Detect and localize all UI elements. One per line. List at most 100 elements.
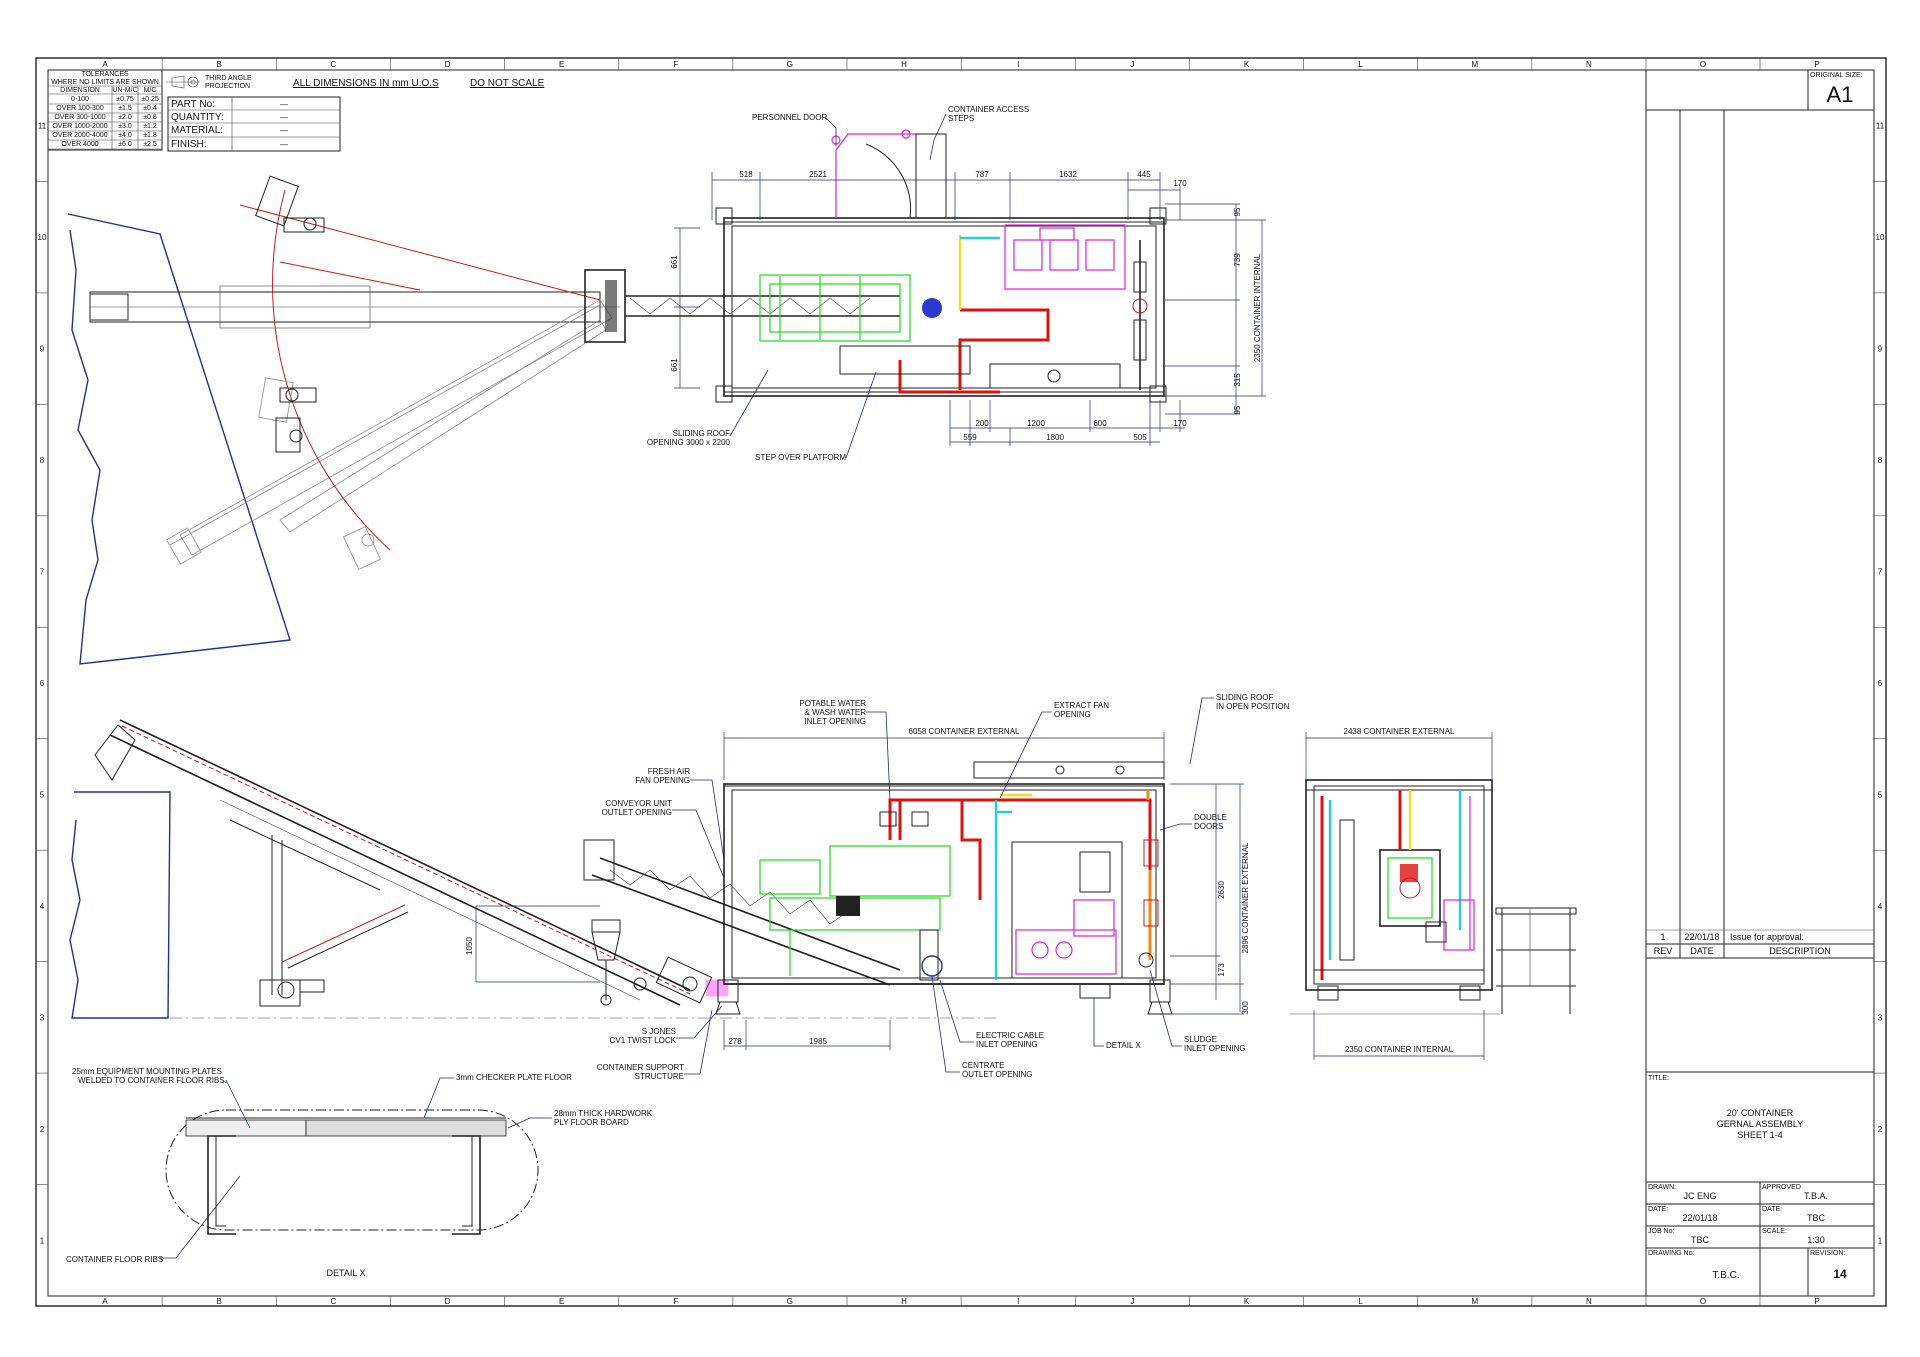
approved-value: T.B.A. xyxy=(1804,1191,1828,1201)
end-view-int-width: 2350 CONTAINER INTERNAL xyxy=(1345,1045,1454,1054)
zone-row-label: 9 xyxy=(1878,345,1883,354)
approved-label: APPROVED xyxy=(1762,1184,1801,1191)
zone-row-label: 10 xyxy=(38,233,47,242)
detail-x-ref-label: DETAIL X xyxy=(1106,1041,1141,1050)
tolerance-cell: ±1.2 xyxy=(143,123,157,130)
zone-col-label: J xyxy=(1130,60,1134,69)
tolerance-cell: ±6.0 xyxy=(118,141,132,148)
zone-row-label: 7 xyxy=(40,568,45,577)
zone-col-label: E xyxy=(559,1297,564,1306)
centrifuge-elevation xyxy=(759,845,951,976)
zone-col-label: G xyxy=(787,1297,793,1306)
tolerance-cell: ±3.0 xyxy=(118,123,132,130)
zone-row-label: 1 xyxy=(1878,1236,1883,1245)
material-value: — xyxy=(280,126,288,135)
tolerance-cell: ±0.4 xyxy=(143,105,157,112)
material-label: MATERIAL: xyxy=(171,125,223,136)
tolerance-cell: ±4.0 xyxy=(118,132,132,139)
pipe-red-elevation xyxy=(888,798,1152,870)
detail-x: 25mm EQUIPMENT MOUNTING PLATES WELDED TO… xyxy=(66,1067,653,1278)
support-structure-label-1: CONTAINER SUPPORT xyxy=(597,1063,684,1072)
part-no-label: PART No: xyxy=(171,99,215,110)
dim-300: 300 xyxy=(1241,1001,1250,1015)
zone-col-label: F xyxy=(673,1297,678,1306)
control-panel-plan xyxy=(1004,224,1126,290)
drawn-label: DRAWN: xyxy=(1648,1184,1676,1191)
zone-col-label: P xyxy=(1814,60,1819,69)
ply-board-label-1: 28mm THICK HARDWORK xyxy=(554,1109,653,1118)
zone-row-label: 11 xyxy=(1876,122,1885,131)
dim-1200: 1200 xyxy=(1027,419,1045,428)
elevation-dims: 6058 CONTAINER EXTERNAL 2630 173 2896 CO… xyxy=(723,727,1250,1050)
drive-unit-bottom xyxy=(342,526,382,570)
zone-col-label: B xyxy=(217,1297,222,1306)
zone-col-label: D xyxy=(445,1297,451,1306)
conveyor-outlet-label-2: OUTLET OPENING xyxy=(601,808,672,817)
dim-315: 315 xyxy=(1233,373,1242,387)
zone-col-label: G xyxy=(787,60,793,69)
job-label: JOB No: xyxy=(1648,1228,1675,1235)
dim-661-bottom: 661 xyxy=(670,358,679,372)
zone-row-label: 8 xyxy=(40,456,45,465)
centrifuge-plan xyxy=(759,274,911,342)
title-line-1: 20' CONTAINER xyxy=(1727,1108,1794,1118)
zone-col-label: A xyxy=(102,60,108,69)
sliding-roof-open-label-2: IN OPEN POSITION xyxy=(1216,702,1290,711)
support-structure-label-2: STRUCTURE xyxy=(635,1072,684,1081)
potable-label-3: INLET OPENING xyxy=(804,717,866,726)
access-steps-label-2: STEPS xyxy=(948,114,974,123)
drawn-value: JC ENG xyxy=(1683,1191,1716,1201)
dim-170-top: 170 xyxy=(1173,179,1187,188)
dim-1050: 1050 xyxy=(465,937,474,955)
conveyor-drive-end xyxy=(655,956,729,1004)
dim-200: 200 xyxy=(975,419,989,428)
zone-row-label: 4 xyxy=(40,902,45,911)
plan-dims-right: 95 739 315 95 2350 CONTAINER INTERNAL xyxy=(1165,203,1266,414)
zone-row-label: 1 xyxy=(40,1236,45,1245)
centrate-label-1: CENTRATE xyxy=(962,1061,1005,1070)
dim-787: 787 xyxy=(975,170,989,179)
feed-hopper xyxy=(591,919,647,1006)
conveyor-head xyxy=(584,269,626,343)
zone-col-label: B xyxy=(217,60,222,69)
dim-278: 278 xyxy=(728,1037,742,1046)
finish-label: FINISH: xyxy=(171,139,207,150)
date-label: DATE: xyxy=(1648,1206,1668,1213)
twist-lock-label-1: S JONES xyxy=(642,1027,676,1036)
zone-row-label: 10 xyxy=(1876,233,1885,242)
zone-row-label: 9 xyxy=(40,345,45,354)
detail-x-title: DETAIL X xyxy=(326,1268,365,1278)
step-platform-railing xyxy=(1495,907,1577,1014)
pipe-red-plan xyxy=(958,308,1050,390)
zone-col-label: L xyxy=(1358,1297,1363,1306)
dim-559: 559 xyxy=(963,433,977,442)
container-plan-outline xyxy=(723,217,1165,397)
dim-1632: 1632 xyxy=(1059,170,1077,179)
access-steps xyxy=(915,133,947,219)
mounting-plates-label-2: WELDED TO CONTAINER FLOOR RIBS. xyxy=(78,1076,227,1085)
zone-row-label: 5 xyxy=(40,790,45,799)
do-not-scale-note: DO NOT SCALE xyxy=(470,78,545,89)
access-steps-label-1: CONTAINER ACCESS xyxy=(948,105,1029,114)
sludge-inlet-label-2: INLET OPENING xyxy=(1184,1044,1246,1053)
all-dimensions-note: ALL DIMENSIONS IN mm U.O.S xyxy=(293,78,439,89)
zone-row-label: 2 xyxy=(40,1125,45,1134)
transfer-conveyor xyxy=(583,839,901,986)
internal-width-label: 2350 CONTAINER INTERNAL xyxy=(1253,253,1262,362)
rev-number: 1 xyxy=(1660,932,1665,942)
title-line-3: SHEET 1-4 xyxy=(1737,1130,1782,1140)
tol-col-mc: M/C xyxy=(144,87,157,94)
step-over-platform xyxy=(839,345,971,375)
side-elevation: 1050 xyxy=(69,693,1290,1081)
date-value: 22/01/18 xyxy=(1682,1213,1717,1223)
part-info-table: PART No: — QUANTITY: — MATERIAL: — FINIS… xyxy=(167,96,341,152)
swing-line-1 xyxy=(279,261,421,291)
zone-row-label: 4 xyxy=(1878,902,1883,911)
checker-plate-label: 3mm CHECKER PLATE FLOOR xyxy=(456,1073,572,1082)
dim-170-bottom: 170 xyxy=(1173,419,1187,428)
projection-label-1: THIRD ANGLE xyxy=(205,75,252,82)
zone-col-label: J xyxy=(1130,1297,1134,1306)
dim-600: 600 xyxy=(1093,419,1107,428)
drive-unit-low xyxy=(275,417,303,453)
dim-95-bottom: 95 xyxy=(1233,405,1242,414)
